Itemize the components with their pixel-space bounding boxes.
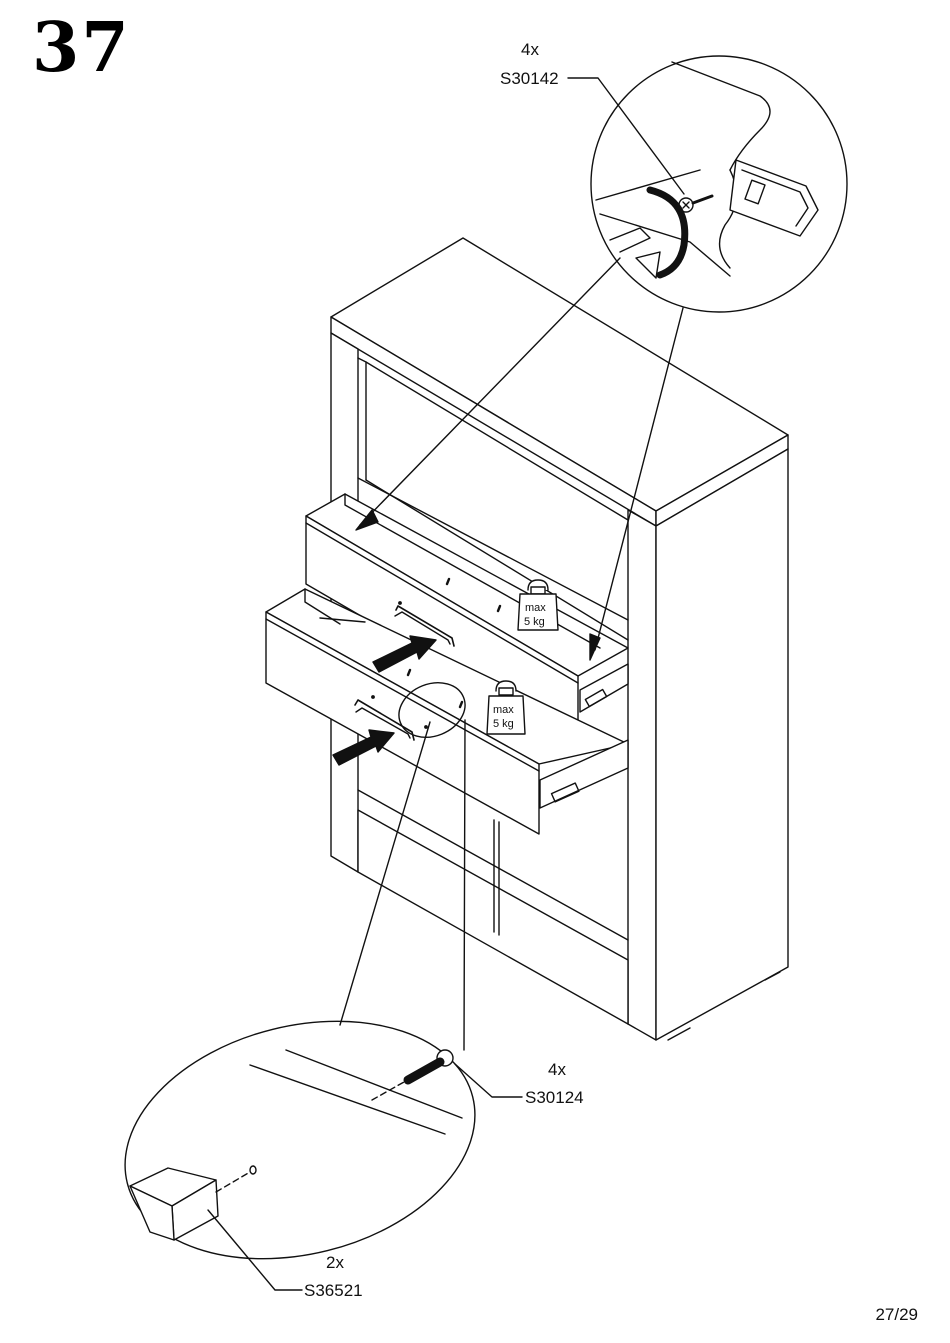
- screw-detail-circle: [591, 56, 847, 312]
- weight-lower-line1: max: [493, 704, 514, 716]
- weight-upper-line1: max: [525, 602, 546, 614]
- handle-detail-ellipse: [100, 986, 501, 1293]
- weight-lower-line2: 5 kg: [493, 718, 514, 730]
- weight-upper-line2: 5 kg: [524, 616, 545, 628]
